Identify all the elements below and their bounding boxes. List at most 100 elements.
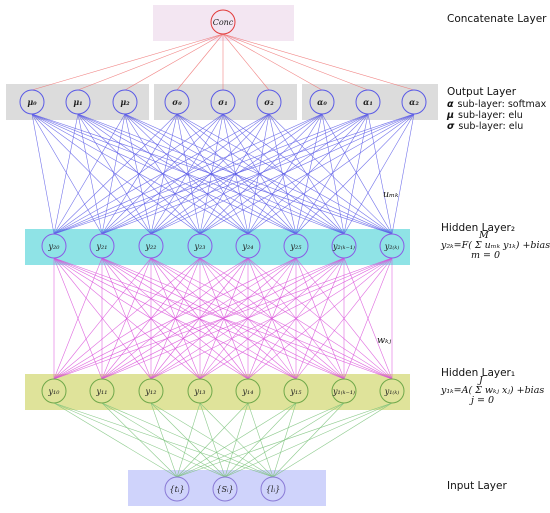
sublayer-sigma-text: sub-layer: elu	[458, 121, 523, 132]
hidden2-node-circle	[235, 233, 261, 259]
hidden1-input-edge	[150, 402, 274, 478]
hidden1-input-edge	[150, 402, 178, 478]
hidden2-node-label: y₂₍ₖ₋₁₎	[332, 242, 355, 251]
hidden1-node-label: y₁₁	[96, 387, 108, 396]
output-node-circle	[164, 89, 190, 115]
hidden1-node-circle	[379, 378, 405, 404]
hidden2-hidden1-edge	[295, 257, 393, 380]
output-hidden2-edge	[101, 113, 369, 235]
output-node: σ₁	[210, 89, 236, 115]
concat-output-edge	[124, 33, 224, 91]
hidden2-hidden1-edge	[343, 257, 393, 380]
hidden1-node-label: y₁₀	[48, 387, 61, 396]
output-node-circle	[65, 89, 91, 115]
output-hidden2-edge	[176, 113, 345, 235]
output-hidden2-edge	[31, 113, 55, 235]
output-hidden2-edge	[53, 113, 369, 235]
hidden1-layer-title: Hidden Layer₁	[441, 367, 515, 379]
concat-output-edge	[77, 33, 224, 91]
hidden2-node: y₂₁	[89, 233, 115, 259]
output-hidden2-edge	[295, 113, 415, 235]
output-hidden2-edge	[343, 113, 415, 235]
output-hidden2-edge	[199, 113, 415, 235]
concat-output-edge	[31, 33, 224, 91]
sublayer-mu-text: sub-layer: elu	[458, 110, 523, 121]
hidden2-node-circle	[89, 233, 115, 259]
output-hidden2-edge	[247, 113, 415, 235]
hidden2-node: y₂₃	[187, 233, 213, 259]
concat-output-edge	[222, 33, 369, 91]
hidden2-hidden1-edge	[53, 257, 393, 380]
sublayer-alpha-symbol: α	[447, 99, 454, 110]
output-hidden2-edge	[53, 113, 224, 235]
output-node-label: σ₂	[264, 97, 274, 107]
hidden1-layer-box	[25, 374, 410, 410]
output-hidden2-edge	[321, 113, 345, 235]
hidden2-node-circle	[41, 233, 67, 259]
output-node: μ₀	[19, 89, 45, 115]
hidden2-hidden1-edge	[53, 257, 152, 380]
hidden1-input-edge	[53, 402, 178, 478]
concat-output-edge	[222, 33, 415, 91]
input-node-label: {tᵢ}	[169, 485, 184, 494]
hidden2-node-circle	[187, 233, 213, 259]
hidden2-node-circle	[283, 233, 309, 259]
output-node-label: α₂	[409, 97, 419, 107]
output-hidden2-edge	[367, 113, 393, 235]
output-hidden2-edge	[101, 113, 323, 235]
hidden1-node-circle	[138, 378, 164, 404]
hidden1-input-edge	[101, 402, 178, 478]
hidden1-node-circle	[331, 378, 357, 404]
output-node-circle	[355, 89, 381, 115]
hidden2-formula: y₂ₖ=F( Σ uₘₖ y₁ₖ) +bias	[440, 240, 550, 251]
hidden2-node-label: y₂₁	[96, 242, 108, 251]
hidden2-node-label: y₂₂	[145, 242, 157, 251]
hidden2-hidden1-edge	[199, 257, 393, 380]
hidden1-node-label: y₁₂	[145, 387, 157, 396]
output-hidden2-edge	[53, 113, 270, 235]
concat-node-label: Conc	[213, 18, 234, 27]
sublayer-mu-line: μ sub-layer: elu	[446, 110, 523, 121]
hidden2-sum-upper: M	[478, 230, 489, 241]
input-layer-title: Input Layer	[447, 480, 507, 492]
output-node: α₁	[355, 89, 381, 115]
hidden1-input-edge	[272, 402, 393, 478]
output-hidden2-edge	[53, 113, 178, 235]
concat-layer-title: Concatenate Layer	[447, 13, 547, 25]
hidden1-sum-lower: j = 0	[469, 395, 494, 406]
hidden2-sum-lower: m = 0	[471, 250, 500, 261]
sublayer-mu-symbol: μ	[446, 110, 454, 121]
output-node: α₂	[401, 89, 427, 115]
hidden2-node: y₂₍ₖ₋₁₎	[331, 233, 357, 259]
hidden2-layer-title: Hidden Layer₂	[441, 222, 515, 234]
output-hidden2-edge	[31, 113, 249, 235]
concat-output-edge	[176, 33, 224, 91]
hidden2-node-label: y₂₍ₖ₎	[384, 242, 400, 251]
output-hidden2-edge	[101, 113, 224, 235]
input-node: {lᵢ}	[260, 476, 286, 502]
output-node: μ₂	[112, 89, 138, 115]
hidden2-node-label: y₂₃	[194, 242, 206, 251]
output-hidden2-edge	[77, 113, 249, 235]
output-hidden2-edge	[321, 113, 393, 235]
hidden1-node-label: y₁₄	[242, 387, 254, 396]
hidden2-node: y₂₅	[283, 233, 309, 259]
output-hidden2-edge	[199, 113, 323, 235]
output-node-label: μ₂	[120, 97, 130, 107]
input-node-label: {Sᵢ}	[216, 485, 233, 494]
output-node: μ₁	[65, 89, 91, 115]
input-node: {tᵢ}	[164, 476, 190, 502]
output-node-label: μ₀	[27, 97, 37, 107]
output-hidden2-edge	[391, 113, 415, 235]
hidden2-node-circle	[379, 233, 405, 259]
output-node-circle	[112, 89, 138, 115]
hidden1-input-edge	[176, 402, 345, 478]
output-layer-title: Output Layer	[447, 86, 517, 98]
hidden1-node-circle	[235, 378, 261, 404]
input-node-circle	[212, 476, 238, 502]
output-node-circle	[19, 89, 45, 115]
weight-label-w: wₖⱼ	[377, 335, 392, 346]
